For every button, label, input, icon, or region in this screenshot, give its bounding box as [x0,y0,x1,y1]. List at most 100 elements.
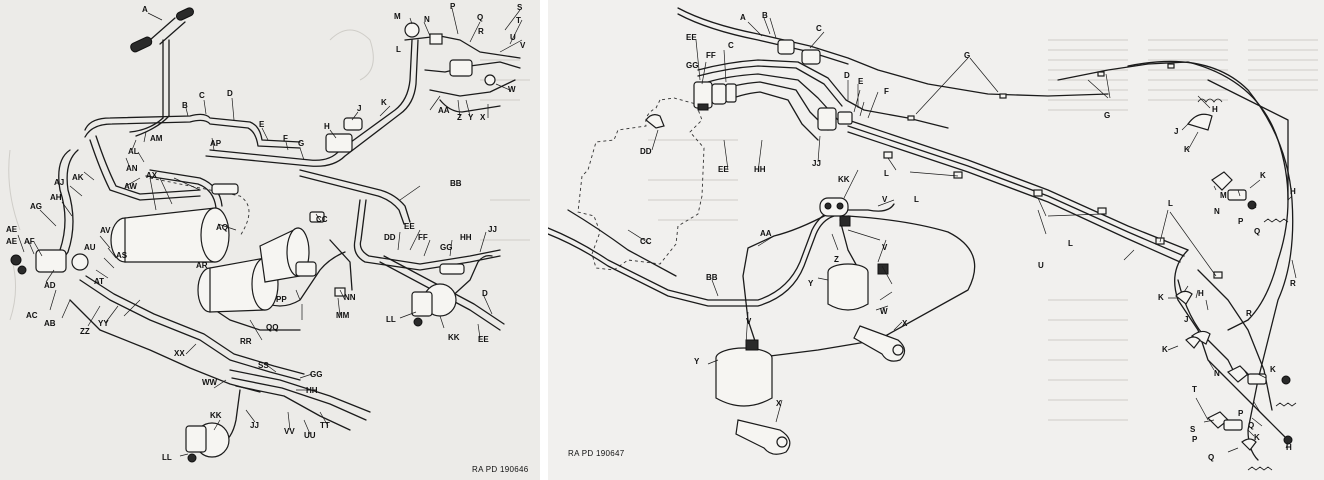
right-label: P [1192,435,1198,444]
right-label: L [1068,239,1073,248]
left-label: AP [210,139,222,148]
right-label: Q [1208,453,1214,462]
left-label: N [424,15,430,24]
right-label: EE [686,33,697,42]
left-label: CC [316,215,328,224]
left-callouts: A B C D E F G H J K L M N P Q R S T U V … [6,2,526,462]
right-label: B [762,11,768,20]
right-label: K [1260,171,1266,180]
left-label: UU [304,431,316,440]
left-label: EE [478,335,489,344]
left-label: U [510,33,516,42]
left-label: AF [24,237,35,246]
left-label: Z [457,113,462,122]
right-label: P [1238,217,1244,226]
right-label: A [740,13,746,22]
left-label: C [199,91,205,100]
right-label: X [902,319,908,328]
left-label: AQ [216,223,228,232]
left-label: S [517,3,523,12]
left-label: E [259,120,265,129]
right-label: J [1184,315,1188,324]
left-label: LL [162,453,172,462]
right-label: H [1198,289,1204,298]
right-label: BB [706,273,718,282]
left-label: AR [196,261,208,270]
right-label: R [1246,309,1252,318]
left-label: AC [26,311,38,320]
left-label: AU [84,243,96,252]
left-label: AS [116,251,128,260]
right-label: V [882,243,888,252]
right-label: K [1270,365,1276,374]
left-label: XX [174,349,185,358]
left-components [10,7,496,463]
left-leader-lines [17,7,523,457]
right-label: JJ [812,159,821,168]
left-label: X [480,113,486,122]
left-label: AN [126,164,138,173]
left-label: AJ [54,178,64,187]
left-label: AB [44,319,56,328]
left-label: AT [94,277,104,286]
right-label: Q [1254,227,1260,236]
left-label: HH [460,233,472,242]
right-label: H [1290,187,1296,196]
panel-divider [540,0,548,480]
left-label: GG [440,243,452,252]
right-label: GG [686,61,698,70]
left-label: ZZ [80,327,90,336]
left-label: D [227,89,233,98]
right-label: Z [834,255,839,264]
left-label: Q [477,13,483,22]
right-frame-outline [577,97,705,271]
left-background-ghosting [8,29,530,321]
left-label: AL [128,147,139,156]
right-label: KK [838,175,850,184]
left-label: B [182,101,188,110]
right-label: P [1238,409,1244,418]
left-label: LL [386,315,396,324]
right-callouts: A B C C D E F G G H H H H J J K K K K K … [640,11,1296,462]
left-label: AH [50,193,62,202]
left-label: J [357,104,361,113]
left-label: A [142,5,148,14]
right-label: AA [760,229,772,238]
left-label: VV [284,427,295,436]
right-label: F [884,87,889,96]
left-label: F [283,134,288,143]
right-background-ghosting [648,39,1318,421]
right-label: L [1168,199,1173,208]
right-label: L [884,169,889,178]
left-label: WW [202,378,218,387]
right-label: Y [808,279,814,288]
right-label: D [844,71,850,80]
left-label: AE [6,225,18,234]
left-label: AG [30,202,42,211]
left-label: H [324,122,330,131]
left-label: GG [310,370,322,379]
left-label: M [394,12,401,21]
left-label: JJ [488,225,497,234]
right-label: C [816,24,822,33]
left-label: DD [384,233,396,242]
left-label: K [381,98,387,107]
right-label: K [1158,293,1164,302]
right-label: DD [640,147,652,156]
right-diagram-svg: A B C C D E F G G H H H H J J K K K K K … [548,7,1318,471]
left-label: FF [418,233,428,242]
right-label: S [1190,425,1196,434]
left-label: AX [146,171,158,180]
left-label: AK [72,173,84,182]
right-tubing [548,7,1294,461]
left-label: HH [306,386,318,395]
right-label: H [1212,105,1218,114]
right-label: W [880,307,888,316]
left-label: JJ [250,421,259,430]
left-label: D [482,289,488,298]
left-label: EE [404,222,415,231]
right-label: K [1184,145,1190,154]
right-label: L [914,195,919,204]
right-label: M [1220,191,1227,200]
left-label: QQ [266,323,278,332]
